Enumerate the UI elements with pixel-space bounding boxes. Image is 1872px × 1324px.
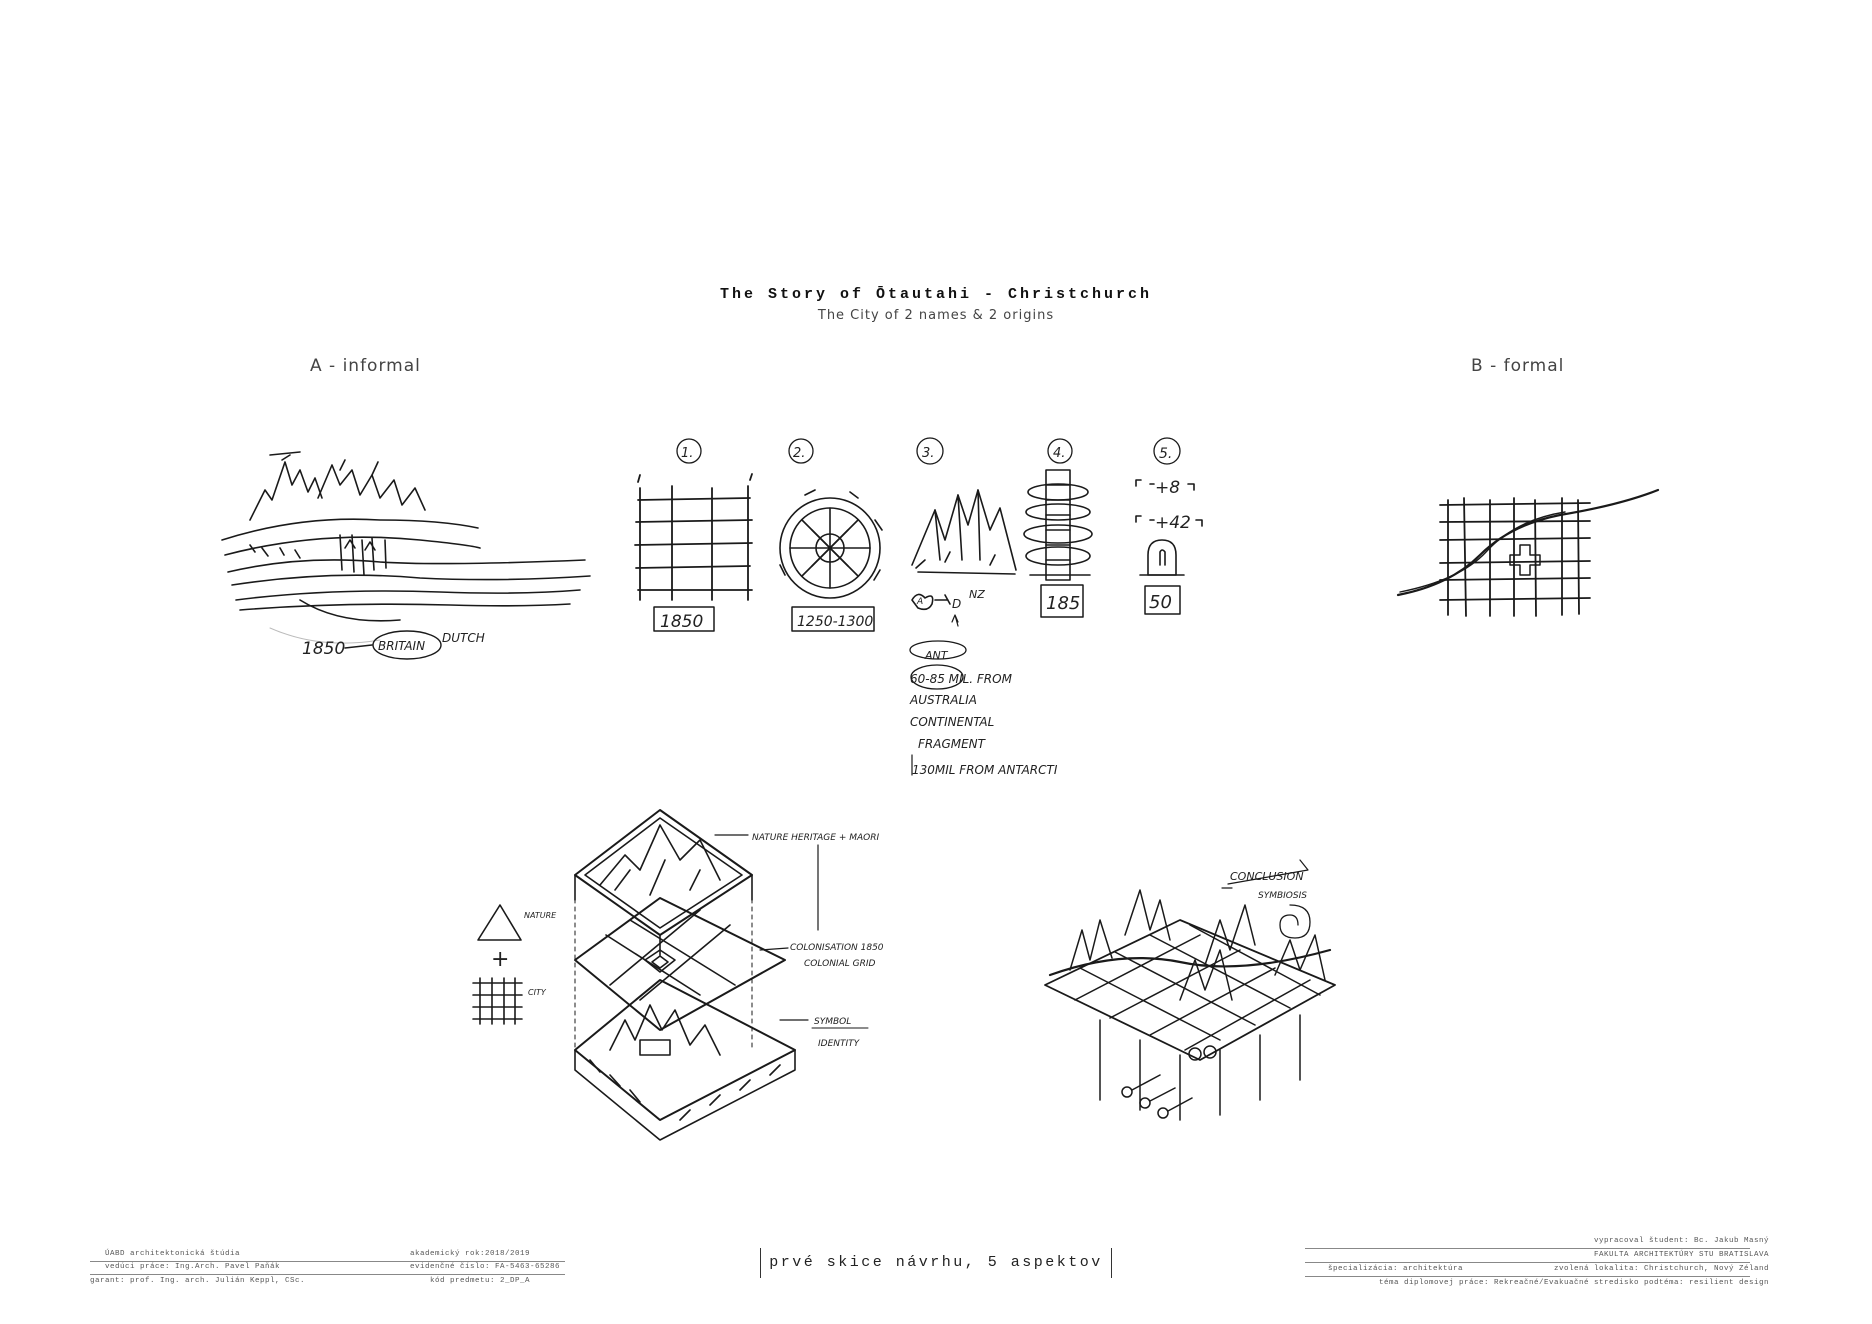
footer-supervisor: vedúci práce: Ing.Arch. Pavel Paňák bbox=[105, 1263, 281, 1271]
aspect-5-number: 5. bbox=[1159, 446, 1172, 462]
aspect-4-value: 185 bbox=[1046, 593, 1080, 614]
footer-school: ÚABD architektonická štúdia bbox=[105, 1250, 241, 1258]
sketch-b-formal-grid bbox=[1396, 488, 1660, 617]
aspect-3-note-antarctica: 130MIL FROM ANTARCTI bbox=[912, 763, 1058, 777]
layer-colonial-grid: COLONIAL GRID bbox=[804, 959, 875, 969]
aspect-3-note-distance: 60-85 MIL. FROM bbox=[910, 672, 1013, 686]
footer-faculty: FAKULTA ARCHITEKTÚRY STU BRATISLAVA bbox=[1593, 1251, 1769, 1259]
footer-divider bbox=[90, 1274, 565, 1275]
page-title: The Story of Ōtautahi - Christchurch bbox=[719, 286, 1153, 303]
aspect-2-wheel-sketch: 2. 1250-1300 bbox=[779, 438, 883, 632]
page-subtitle: The City of 2 names & 2 origins bbox=[817, 308, 1055, 323]
aspect-3-note-fragment: FRAGMENT bbox=[918, 737, 987, 751]
sheet-title: prvé skice návrhu, 5 aspektov bbox=[0, 1248, 1872, 1278]
symbiosis-label: SYMBIOSIS bbox=[1258, 891, 1307, 901]
layer-identity: IDENTITY bbox=[818, 1039, 861, 1049]
section-b-label: B - formal bbox=[1471, 356, 1565, 376]
layer-nature-heritage: NATURE HERITAGE + MAORI bbox=[752, 833, 879, 843]
conclusion-isometric-sketch: CONCLUSION SYMBIOSIS bbox=[1044, 859, 1336, 1121]
aspect-4-tower-sketch: 4. 185 bbox=[1023, 438, 1093, 618]
footer-guarantor: garant: prof. Ing. arch. Julián Keppl, C… bbox=[90, 1277, 306, 1285]
legend-city: CITY bbox=[528, 988, 547, 997]
aspect-4-number: 4. bbox=[1053, 446, 1065, 461]
aspect-2-years: 1250-1300 bbox=[797, 614, 873, 630]
aspect-1-number: 1. bbox=[681, 446, 693, 461]
aspect-5-sketch: 5. +8 +42 50 bbox=[1135, 437, 1203, 615]
conclusion-label: CONCLUSION bbox=[1230, 870, 1304, 883]
svg-text:A: A bbox=[916, 597, 923, 607]
footer-location: zvolená lokalita: Christchurch, Nový Zél… bbox=[1553, 1265, 1769, 1273]
a-note-britain: BRITAIN bbox=[378, 639, 425, 653]
a-note-dutch: DUTCH bbox=[442, 631, 485, 645]
aspect-3-note-australia: AUSTRALIA bbox=[909, 693, 977, 707]
section-a-label: A - informal bbox=[310, 356, 421, 376]
layer-colonisation: COLONISATION 1850 bbox=[790, 943, 884, 953]
aspect-5-value: 50 bbox=[1149, 592, 1172, 613]
a-note-year: 1850 bbox=[302, 639, 345, 659]
footer-course-code: kód predmetu: 2_DP_A bbox=[430, 1277, 531, 1285]
aspect-3-note-ant: ANT bbox=[924, 649, 949, 662]
legend-plus: + bbox=[491, 947, 509, 972]
svg-text:D: D bbox=[952, 597, 961, 611]
aspect-5-row2: +42 bbox=[1155, 513, 1191, 533]
legend-nature: NATURE bbox=[524, 911, 557, 920]
footer-divider bbox=[1305, 1262, 1750, 1263]
footer-thesis-topic: téma diplomovej práce: Rekreačné/Evakuač… bbox=[1378, 1279, 1769, 1287]
footer-record-number: evidenčné číslo: FA-5463-65286 bbox=[410, 1263, 561, 1271]
aspect-1-grid-sketch: 1. 1850 bbox=[634, 438, 753, 632]
layered-isometric-diagram: NATURE HERITAGE + MAORI COLONISATION 185… bbox=[574, 809, 884, 1141]
footer-divider bbox=[90, 1261, 565, 1262]
footer-student: vypracoval študent: Bc. Jakub Masný bbox=[1593, 1237, 1769, 1245]
sketch-a-informal-landscape: 1850 BRITAIN DUTCH bbox=[221, 451, 591, 660]
footer-specialization: špecializácia: architektúra bbox=[1328, 1265, 1464, 1273]
layer-symbol: SYMBOL bbox=[814, 1017, 851, 1027]
aspect-3-number: 3. bbox=[922, 446, 934, 461]
footer-academic-year: akademický rok:2018/2019 bbox=[410, 1250, 531, 1258]
sheet-title-text: prvé skice návrhu, 5 aspektov bbox=[760, 1248, 1112, 1278]
aspect-1-year: 1850 bbox=[660, 612, 703, 632]
aspect-3-nz: NZ bbox=[969, 588, 985, 601]
aspect-3-note-continental: CONTINENTAL bbox=[910, 715, 994, 729]
footer-divider bbox=[1305, 1248, 1750, 1249]
aspect-3-mountains-sketch: 3. A D NZ ANT 60-85 MIL. FROM AUSTRALIA … bbox=[909, 437, 1058, 777]
aspect-2-number: 2. bbox=[793, 446, 805, 461]
aspect-5-row1: +8 bbox=[1155, 478, 1180, 498]
layer-legend: NATURE + CITY bbox=[472, 904, 557, 1025]
footer-divider bbox=[1305, 1276, 1750, 1277]
